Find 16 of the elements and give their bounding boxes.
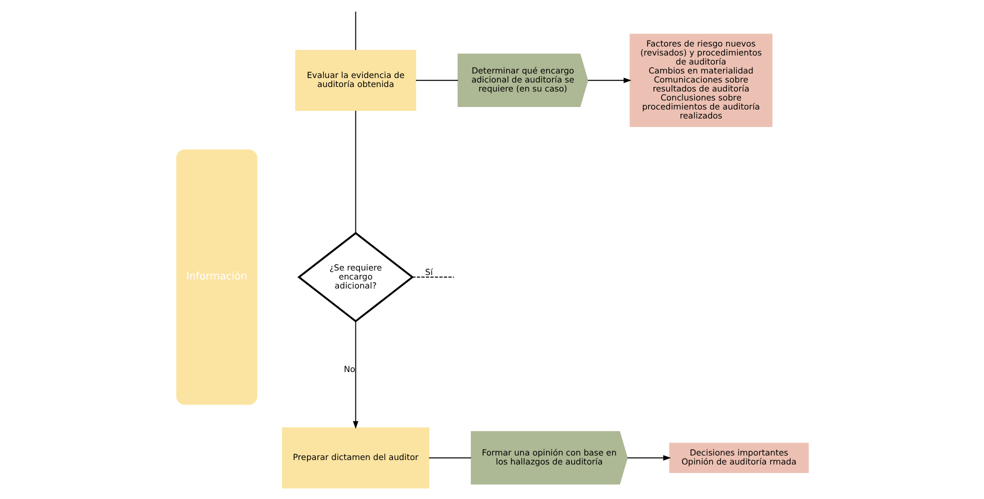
node-diamond: ¿Se requiere encargo adicional? — [296, 232, 414, 322]
node-box: Decisiones importantes Opinión de auditoría rmada — [668, 442, 808, 473]
node-box: Evaluar la evidencia de auditoría obtenida — [294, 50, 416, 111]
edge-label: No — [343, 364, 355, 374]
connector — [354, 11, 356, 50]
arrow — [586, 78, 631, 84]
arrow — [626, 455, 670, 461]
node-box: Preparar dictamen del auditor — [282, 427, 429, 488]
connector — [428, 457, 472, 458]
connector — [414, 80, 458, 81]
connector — [354, 110, 356, 234]
arrow — [352, 320, 358, 429]
connector — [411, 276, 454, 278]
node-box: Información — [176, 150, 257, 405]
edge-label: Sí — [424, 266, 432, 277]
node-box: Factores de riesgo nuevos (revisados) y procedimientos de auditoría Cambios en materialidad Comunicaciones sobre resultados de auditoría Conclusiones sobre procedimientos de auditoría realizados — [629, 34, 772, 127]
